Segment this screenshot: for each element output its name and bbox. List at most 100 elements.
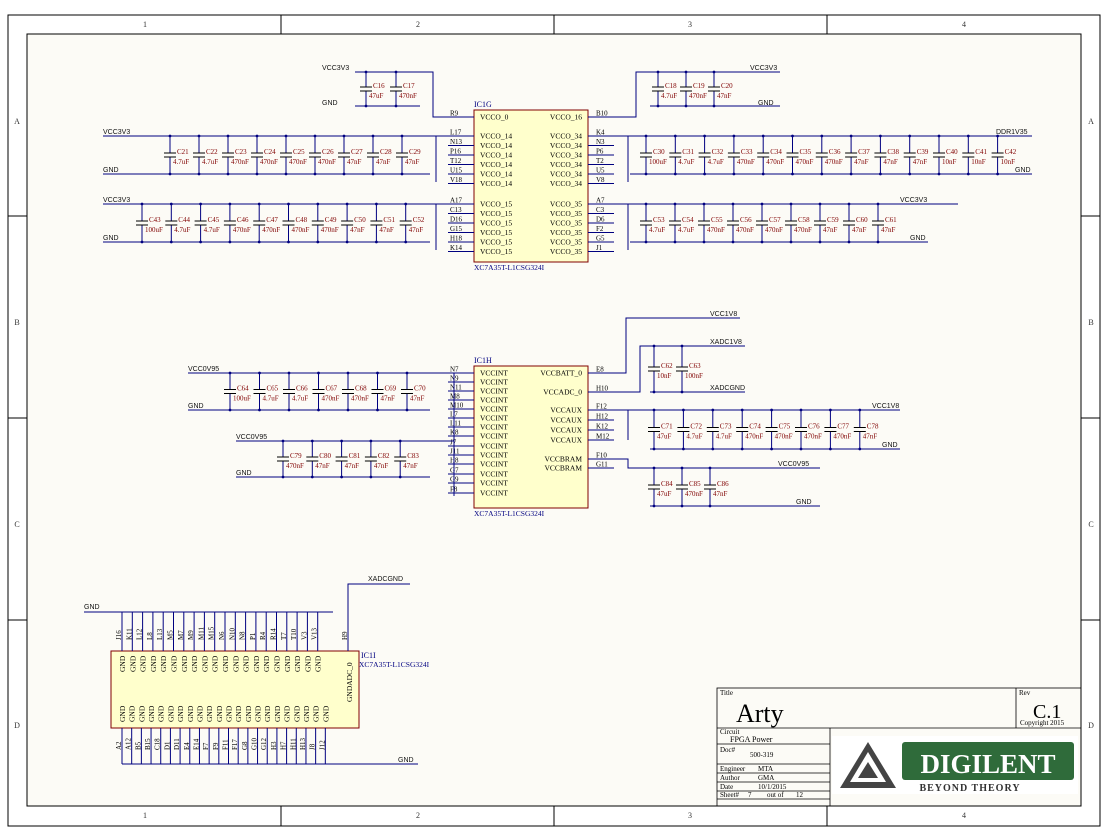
- pin-number: P1: [249, 632, 257, 640]
- pin-name: VCCO_14: [480, 132, 512, 141]
- row-label-b-right: B: [1088, 318, 1093, 327]
- pin-number: G12: [260, 737, 268, 750]
- cap-refdes: C34: [770, 148, 782, 156]
- pin-number: J1: [596, 244, 603, 252]
- digilent-logo: DIGILENT BEYOND THEORY: [832, 736, 1078, 794]
- pin-number: L12: [136, 628, 144, 640]
- pin-number: K12: [596, 423, 609, 431]
- net-vcc1v8-aux: VCC1V8: [872, 403, 899, 410]
- cap-value: 47nF: [347, 158, 362, 166]
- cap-value: 47nF: [913, 158, 928, 166]
- wires: [84, 71, 1032, 765]
- pin-number: F7: [202, 742, 210, 750]
- pin-name: VCCINT: [480, 405, 508, 414]
- cap-value: 4.7uF: [174, 226, 190, 234]
- caps-bank14: C214.7uFC224.7uFC23470nFC24470nFC25470nF…: [164, 134, 421, 176]
- pin-name: VCCO_34: [550, 141, 582, 150]
- col-label-4: 4: [962, 20, 966, 29]
- cap-refdes: C16: [373, 82, 385, 90]
- cap-value: 4.7uF: [649, 226, 665, 234]
- cap-refdes: C40: [946, 148, 958, 156]
- net-gnd-ic1i-bottom: GND: [398, 757, 414, 764]
- row-label-b: B: [14, 318, 19, 327]
- pin-number: K11: [125, 628, 133, 640]
- pin-name: GND: [283, 705, 292, 722]
- pin-number: M10: [450, 402, 464, 410]
- cap-value: 470nF: [399, 92, 417, 100]
- cap-refdes: C64: [237, 385, 249, 393]
- row-label-d: D: [14, 721, 20, 730]
- ic1h-refdes: IC1H: [474, 356, 492, 365]
- net-xadc1v8: XADC1V8: [710, 339, 742, 346]
- cap-value: 4.7uF: [661, 92, 677, 100]
- pin-name: GND: [292, 705, 301, 722]
- date-value: 10/1/2015: [758, 783, 787, 791]
- pin-number: J16: [115, 630, 123, 640]
- net-vcc3v3-bank35: VCC3V3: [900, 197, 927, 204]
- row-label-a: A: [14, 117, 20, 126]
- pin-number: N8: [239, 631, 247, 640]
- engineer-value: MTA: [758, 765, 773, 773]
- pin-name: VCCO_35: [550, 238, 582, 247]
- cap-value: 470nF: [292, 226, 310, 234]
- pin-name: GND: [283, 655, 292, 672]
- cap-value: 4.7uF: [716, 433, 732, 441]
- cap-refdes: C79: [290, 452, 302, 460]
- pin-name: VCCO_34: [550, 160, 582, 169]
- net-gnd-bank15: GND: [103, 235, 119, 242]
- pin-name: VCCO_34: [550, 179, 582, 188]
- pin-name: GND: [312, 705, 321, 722]
- pin-name: GND: [303, 655, 312, 672]
- cap-value: 470nF: [765, 226, 783, 234]
- cap-refdes: C56: [740, 216, 752, 224]
- cap-value: 47nF: [409, 226, 424, 234]
- pin-number: K8: [450, 429, 459, 437]
- doc-value: 500-319: [750, 751, 774, 759]
- cap-value: 4.7uF: [678, 158, 694, 166]
- cap-value: 47nF: [863, 433, 878, 441]
- pin-number: F10: [596, 452, 607, 460]
- pin-name: GND: [225, 705, 234, 722]
- pin-number: M12: [596, 433, 610, 441]
- pin-number: J12: [318, 740, 326, 750]
- cap-refdes: C69: [385, 385, 397, 393]
- cap-value: 470nF: [833, 433, 851, 441]
- net-vcc0v95-a: VCC0V95: [188, 366, 219, 373]
- pin-name: VCCBRAM: [544, 464, 582, 473]
- pin-name: VCCINT: [480, 479, 508, 488]
- pin-name: GND: [200, 655, 209, 672]
- capacitor-groups: C1647uFC17470nFC184.7uFC19470nFC2047nFC2…: [136, 70, 1017, 508]
- pin-name: GND: [263, 705, 272, 722]
- cap-value: 100nF: [685, 372, 703, 380]
- pin-number: J11: [450, 448, 460, 456]
- ic1i-part: XC7A35T-L1CSG324I: [359, 660, 430, 669]
- cap-value: 470nF: [318, 158, 336, 166]
- cap-value: 47nF: [883, 158, 898, 166]
- cap-refdes: C22: [206, 148, 218, 156]
- pin-number: N3: [596, 138, 605, 146]
